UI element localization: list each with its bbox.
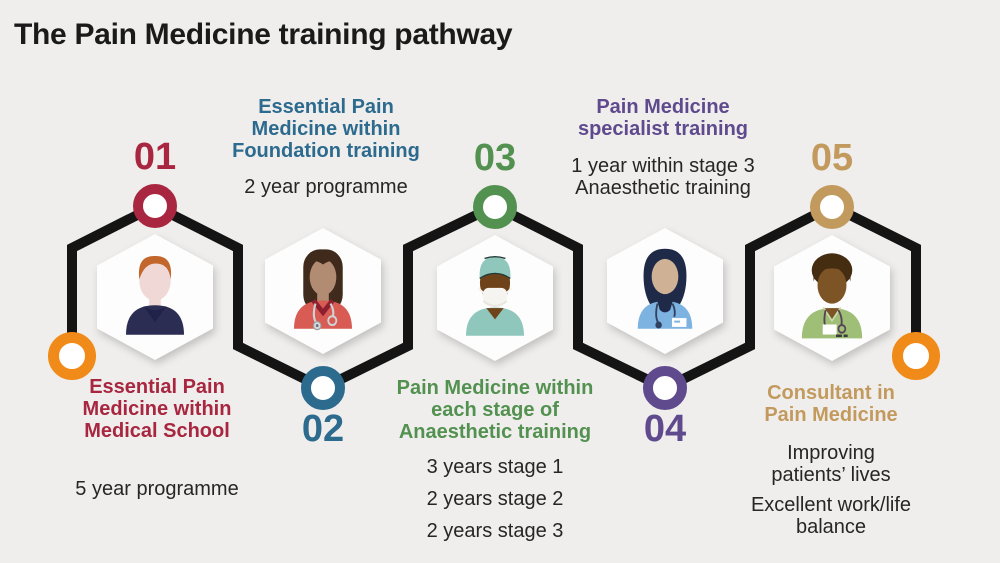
stage-04-node — [643, 366, 687, 410]
hexagon-tile — [97, 234, 213, 360]
pathway-end-marker-icon — [892, 332, 940, 380]
specialist-trainee-avatar — [637, 248, 693, 329]
stage-02-hexagon — [265, 228, 381, 354]
anaesthetic-trainee-avatar — [466, 255, 524, 336]
stage-05-detail-2: Excellent work/life balance — [750, 494, 912, 538]
page-title: The Pain Medicine training pathway — [14, 18, 513, 51]
stage-01-hexagon — [97, 234, 213, 360]
hexagon-tile — [607, 228, 723, 354]
stage-02-node — [301, 366, 345, 410]
stage-03-heading: Pain Medicine within each stage of Anaes… — [396, 377, 594, 443]
hexagon-tile — [774, 235, 890, 361]
stage-02-detail: 2 year programme — [244, 176, 408, 198]
stage-05-hexagon — [774, 235, 890, 361]
stage-02-number: 02 — [301, 408, 345, 450]
foundation-doctor-avatar — [294, 249, 352, 331]
stage-01-heading: Essential Pain Medicine within Medical S… — [82, 376, 232, 442]
stage-05-heading: Consultant in Pain Medicine — [764, 382, 898, 426]
stage-03-detail-3: 2 years stage 3 — [426, 520, 564, 542]
stage-04-detail: 1 year within stage 3 Anaesthetic traini… — [571, 155, 755, 199]
hexagon-tile — [437, 235, 553, 361]
pathway-start-marker-icon — [48, 332, 96, 380]
stage-03-number: 03 — [473, 137, 517, 179]
stage-03-detail-1: 3 years stage 1 — [426, 456, 564, 478]
stage-04-heading: Pain Medicine specialist training — [577, 96, 749, 140]
stage-05-number: 05 — [810, 137, 854, 179]
stage-02-heading: Essential Pain Medicine within Foundatio… — [232, 96, 420, 162]
stage-01-detail: 5 year programme — [75, 478, 239, 500]
medical-student-avatar — [126, 256, 184, 335]
stage-05-node — [810, 185, 854, 229]
stage-04-number: 04 — [643, 408, 687, 450]
stage-01-number: 01 — [133, 136, 177, 178]
consultant-avatar — [801, 253, 863, 339]
hexagon-tile — [265, 228, 381, 354]
stage-03-hexagon — [437, 235, 553, 361]
stage-03-node — [473, 185, 517, 229]
stage-04-hexagon — [607, 228, 723, 354]
stage-03-detail-2: 2 years stage 2 — [426, 488, 564, 510]
stage-05-detail-1: Improving patients’ lives — [771, 442, 891, 486]
stage-01-node — [133, 184, 177, 228]
